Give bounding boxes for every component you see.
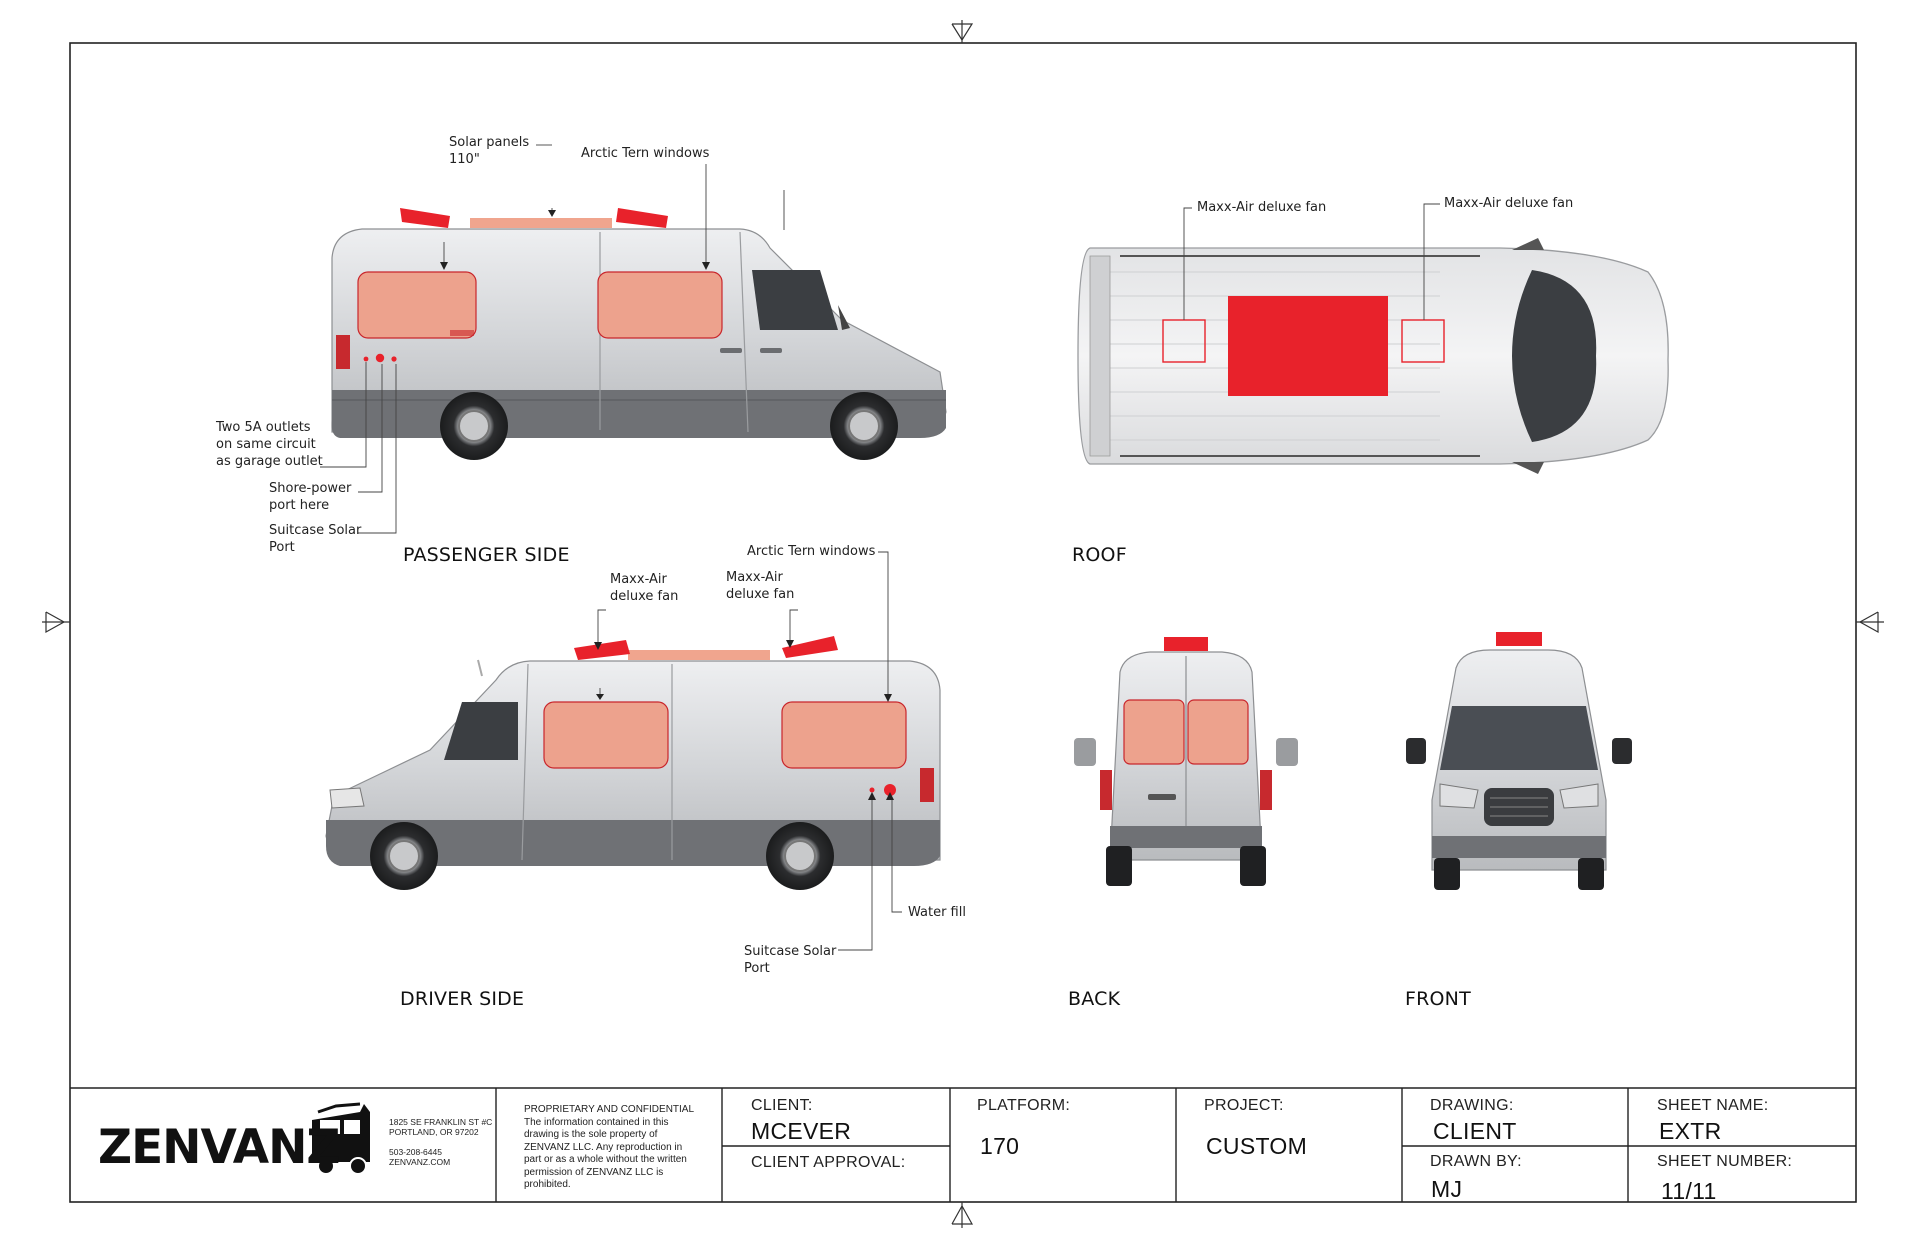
drawing-value: CLIENT bbox=[1433, 1118, 1517, 1144]
view-title-back: BACK bbox=[1068, 988, 1121, 1010]
sheet-number-value: 11/11 bbox=[1661, 1178, 1717, 1204]
registration-marks bbox=[42, 20, 1884, 1228]
platform-label: PLATFORM: bbox=[977, 1097, 1071, 1114]
project-label: PROJECT: bbox=[1204, 1097, 1284, 1114]
back-van bbox=[1074, 637, 1298, 886]
proprietary-notice: PROPRIETARY AND CONFIDENTIAL The informa… bbox=[524, 1104, 695, 1190]
callout-outlets: Two 5A outlets on same circuit as garage… bbox=[216, 420, 323, 469]
callout-water-fill: Water fill bbox=[908, 905, 966, 920]
sheet-name-label: SHEET NAME: bbox=[1657, 1097, 1769, 1114]
callout-suitcase-solar-passenger: Suitcase Solar Port bbox=[269, 523, 362, 555]
view-title-passenger-side: PASSENGER SIDE bbox=[403, 544, 570, 566]
view-title-roof: ROOF bbox=[1072, 544, 1127, 566]
logo-van-icon bbox=[312, 1102, 370, 1175]
project-value: CUSTOM bbox=[1206, 1133, 1308, 1159]
callout-maxx-air-roof-left: Maxx-Air deluxe fan bbox=[1197, 200, 1327, 215]
leader-arrows bbox=[440, 210, 892, 702]
drawn-by-label: DRAWN BY: bbox=[1430, 1153, 1522, 1170]
client-label: CLIENT: bbox=[751, 1097, 813, 1114]
driver-side-van bbox=[325, 636, 941, 890]
zenvanz-logo: ZENVANZ bbox=[98, 1120, 340, 1175]
leader-lines bbox=[320, 144, 1440, 951]
client-approval-label: CLIENT APPROVAL: bbox=[751, 1154, 906, 1171]
callout-arctic-tern-passenger: Arctic Tern windows bbox=[581, 146, 710, 161]
front-van bbox=[1406, 632, 1632, 890]
callout-solar-panels: Solar panels 110" bbox=[449, 135, 530, 167]
callout-maxx-air-driver-left: Maxx-Air deluxe fan bbox=[610, 572, 679, 604]
callout-maxx-air-roof-right: Maxx-Air deluxe fan bbox=[1444, 196, 1574, 211]
roof-van bbox=[1077, 238, 1669, 474]
callout-suitcase-solar-driver: Suitcase Solar Port bbox=[744, 944, 837, 976]
company-address: 1825 SE FRANKLIN ST #C PORTLAND, OR 9720… bbox=[389, 1117, 493, 1167]
sheet-number-label: SHEET NUMBER: bbox=[1657, 1153, 1793, 1170]
sheet-name-value: EXTR bbox=[1659, 1118, 1722, 1144]
passenger-side-van bbox=[331, 190, 947, 460]
callout-shore-power: Shore-power port here bbox=[269, 481, 352, 513]
platform-value: 170 bbox=[980, 1133, 1020, 1159]
drawn-by-value: MJ bbox=[1431, 1176, 1463, 1202]
title-block-grid bbox=[70, 1087, 1856, 1202]
view-title-driver-side: DRIVER SIDE bbox=[400, 988, 525, 1010]
drawing-label: DRAWING: bbox=[1430, 1097, 1514, 1114]
callout-maxx-air-driver-right: Maxx-Air deluxe fan bbox=[726, 570, 795, 602]
callout-arctic-tern-driver: Arctic Tern windows bbox=[747, 544, 876, 559]
sheet-border bbox=[69, 42, 1857, 1203]
client-value: MCEVER bbox=[751, 1118, 852, 1144]
view-title-front: FRONT bbox=[1405, 988, 1471, 1010]
